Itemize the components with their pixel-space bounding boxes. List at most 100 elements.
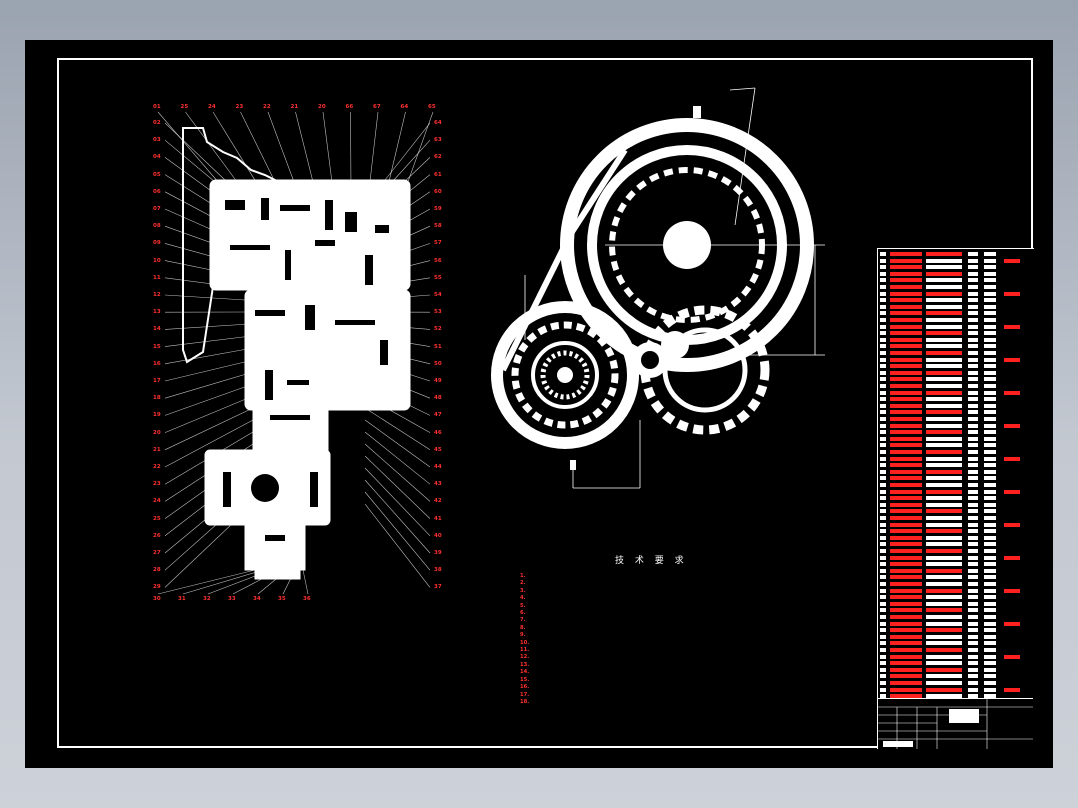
- bom-row: [880, 264, 1030, 270]
- bom-cell: [880, 562, 886, 567]
- bom-cell: [926, 337, 962, 342]
- bom-cell: [926, 318, 962, 322]
- bom-cell: [968, 483, 978, 487]
- bom-cell: [968, 423, 978, 428]
- bom-cell: [984, 285, 996, 289]
- callout-left-12: 12: [153, 292, 161, 298]
- requirement-item: 13.: [520, 661, 530, 668]
- bom-cell: [1004, 423, 1020, 428]
- bom-cell: [1004, 384, 1020, 388]
- bom-cell: [880, 252, 886, 256]
- callout-right-56: 56: [434, 257, 442, 264]
- bom-cell: [984, 648, 996, 652]
- bom-cell: [1004, 265, 1020, 270]
- bom-cell: [984, 304, 996, 309]
- bom-cell: [1004, 271, 1020, 276]
- technical-requirements-title: 技 术 要 求: [615, 556, 688, 566]
- callout-right-43: 43: [434, 481, 442, 488]
- title-block-grid: [877, 699, 1033, 749]
- tail-flange: [254, 564, 301, 580]
- drawing-canvas: [157, 87, 825, 595]
- bom-cell: [968, 258, 978, 263]
- callout-right-54: 54: [434, 292, 442, 298]
- bom-cell: [926, 304, 962, 309]
- bom-row: [880, 621, 1030, 627]
- bom-cell: [880, 502, 886, 507]
- bom-cell: [1004, 377, 1020, 382]
- bom-cell: [984, 654, 996, 659]
- bom-row: [880, 647, 1030, 653]
- bom-cell: [880, 285, 886, 289]
- bom-cell: [926, 681, 962, 685]
- bom-row: [880, 680, 1030, 686]
- bom-cell: [968, 351, 978, 355]
- bom-cell: [968, 654, 978, 659]
- bom-cell: [880, 318, 886, 322]
- bom-cell: [1004, 542, 1020, 547]
- bom-cell: [926, 489, 962, 494]
- bom-cell: [926, 390, 962, 395]
- bom-cell: [926, 450, 962, 454]
- bom-cell: [1004, 436, 1020, 441]
- bom-cell: [968, 575, 978, 580]
- bom-cell: [1004, 351, 1020, 355]
- bom-cell: [968, 417, 978, 421]
- bom-cell: [984, 568, 996, 573]
- bom-row: [880, 343, 1030, 349]
- bom-cell: [926, 271, 962, 276]
- requirement-item: 1.: [520, 573, 526, 579]
- bom-cell: [984, 555, 996, 560]
- callout-right-46: 46: [434, 429, 442, 436]
- bom-cell: [984, 370, 996, 375]
- bom-cell: [984, 634, 996, 639]
- bom-cell: [890, 694, 922, 699]
- bom-cell: [890, 489, 922, 494]
- bom-cell: [926, 258, 962, 263]
- callout-left-02: 02: [153, 120, 161, 126]
- bom-row: [880, 284, 1030, 290]
- bom-cell: [880, 634, 886, 639]
- bom-cell: [890, 555, 922, 560]
- bom-cell: [890, 252, 922, 256]
- requirement-item: 2.: [520, 580, 526, 587]
- bom-row: [880, 469, 1030, 475]
- callout-top-01: 01: [153, 104, 161, 110]
- bom-cell: [880, 509, 886, 514]
- requirement-item: 7.: [520, 617, 526, 624]
- bom-cell: [984, 694, 996, 699]
- bom-cell: [926, 667, 962, 672]
- callout-right-49: 49: [434, 378, 442, 384]
- bom-cell: [1004, 344, 1020, 349]
- output-shaft-housing: [252, 359, 329, 461]
- bom-cell: [1004, 529, 1020, 534]
- callout-right-59: 59: [434, 206, 442, 212]
- bom-cell: [968, 562, 978, 567]
- bom-cell: [968, 687, 978, 692]
- bom-cell: [890, 601, 922, 606]
- bom-cell: [880, 463, 886, 468]
- bom-cell: [926, 483, 962, 487]
- requirement-item: 11.: [520, 647, 530, 654]
- callout-right-40: 40: [434, 532, 442, 539]
- bom-cell: [880, 489, 886, 494]
- bom-row: [880, 601, 1030, 607]
- bom-cell: [880, 304, 886, 309]
- callout-right-50: 50: [434, 360, 442, 367]
- bom-cell: [1004, 390, 1020, 395]
- callout-left-17: 17: [153, 378, 161, 384]
- bom-cell: [1004, 601, 1020, 606]
- bom-cell: [926, 634, 962, 639]
- bom-row: [880, 667, 1030, 673]
- callout-left-29: 29: [153, 584, 161, 591]
- bom-cell: [984, 562, 996, 567]
- bom-row: [880, 475, 1030, 481]
- small-pulley-hub: [557, 367, 573, 383]
- bom-cell: [880, 549, 886, 553]
- bom-cell: [890, 390, 922, 395]
- callout-left-06: 06: [153, 188, 161, 195]
- bom-cell: [890, 403, 922, 408]
- bom-row: [880, 495, 1030, 501]
- bom-cell: [1004, 522, 1020, 527]
- callout-left-15: 15: [153, 343, 161, 350]
- bom-cell: [880, 430, 886, 435]
